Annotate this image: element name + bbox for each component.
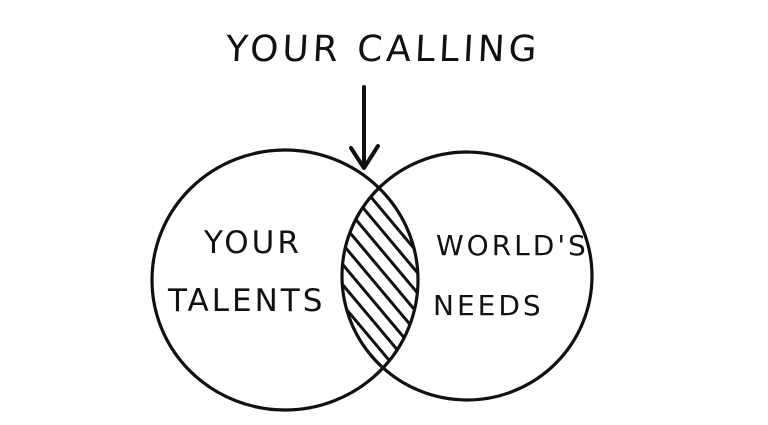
right-set-label-line1: WORLD'S xyxy=(436,229,589,262)
left-set-label-line2: TALENTS xyxy=(168,283,326,319)
left-set-label-line1: YOUR xyxy=(204,225,302,261)
diagram-title: YOUR CALLING xyxy=(224,29,542,70)
right-set-label-line2: NEEDS xyxy=(433,289,544,322)
right-circle xyxy=(340,150,594,402)
left-circle xyxy=(150,148,420,412)
down-arrow-icon xyxy=(349,85,380,170)
